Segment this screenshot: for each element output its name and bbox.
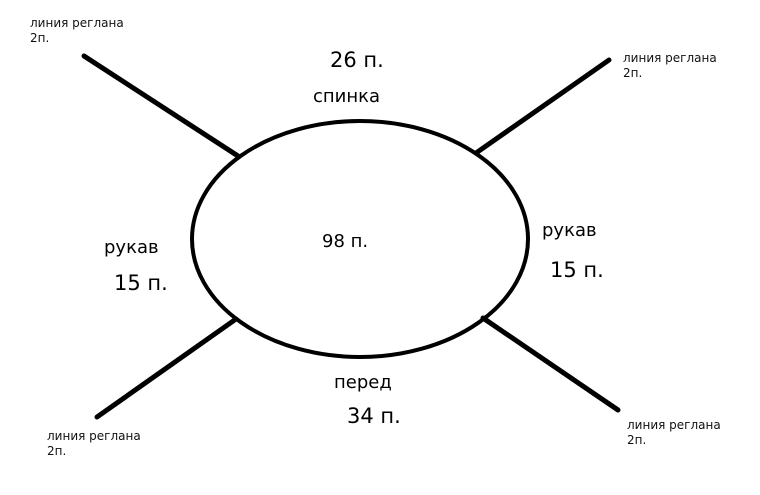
front-stitch-count: 34 п. bbox=[347, 404, 401, 428]
neckline-ellipse bbox=[190, 119, 530, 359]
total-stitch-count: 98 п. bbox=[322, 231, 369, 252]
back-label: спинка bbox=[313, 86, 381, 107]
raglan-line-bottom-left bbox=[94, 316, 239, 420]
raglan-label-text: линия реглана bbox=[627, 418, 721, 432]
right-sleeve-label: рукав bbox=[542, 220, 597, 241]
raglan-label-bottom-left: линия реглана 2п. bbox=[47, 429, 141, 459]
raglan-line-bottom-right bbox=[480, 315, 621, 413]
raglan-label-bottom-right: линия реглана 2п. bbox=[627, 418, 721, 448]
raglan-label-top-right: линия реглана 2п. bbox=[623, 51, 717, 81]
raglan-label-text: линия реглана bbox=[30, 16, 124, 30]
raglan-line-top-right bbox=[473, 57, 612, 156]
raglan-label-text: линия реглана bbox=[623, 51, 717, 65]
raglan-label-top-left: линия реглана 2п. bbox=[30, 16, 124, 46]
raglan-stitch-count: 2п. bbox=[30, 31, 50, 45]
left-sleeve-stitch-count: 15 п. bbox=[114, 271, 168, 295]
raglan-stitch-count: 2п. bbox=[627, 433, 647, 447]
right-sleeve-stitch-count: 15 п. bbox=[550, 258, 604, 282]
left-sleeve-label: рукав bbox=[104, 237, 159, 258]
raglan-label-text: линия реглана bbox=[47, 429, 141, 443]
raglan-line-top-left bbox=[81, 53, 241, 159]
raglan-stitch-count: 2п. bbox=[623, 66, 643, 80]
front-label: перед bbox=[334, 372, 392, 393]
raglan-stitch-count: 2п. bbox=[47, 444, 67, 458]
back-stitch-count: 26 п. bbox=[330, 48, 384, 72]
